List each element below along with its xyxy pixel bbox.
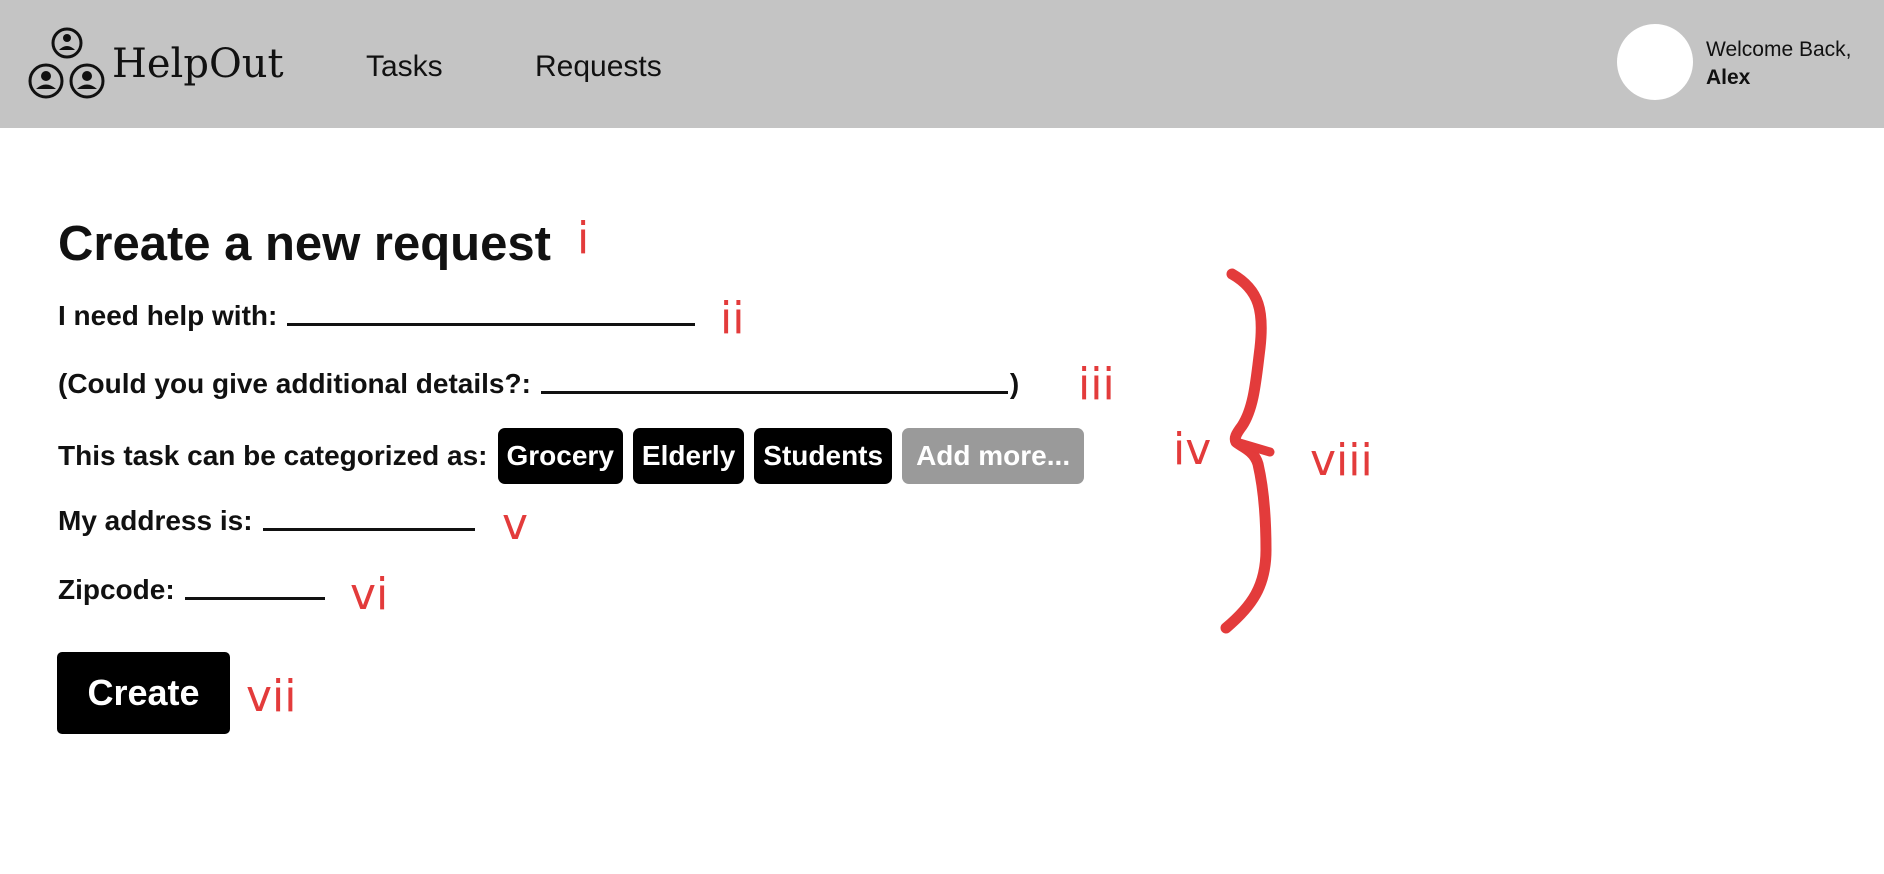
help-label: I need help with: (58, 300, 278, 331)
category-row: This task can be categorized as: Grocery… (58, 428, 1085, 484)
help-input[interactable] (287, 323, 696, 326)
annotation-vi: vi (350, 569, 389, 620)
curly-brace-annotation (1220, 268, 1275, 634)
helpout-logo-icon (28, 27, 105, 99)
annotation-iii: iii (1078, 359, 1115, 410)
annotation-iv: iv (1173, 424, 1212, 475)
zip-input[interactable] (184, 597, 325, 600)
chip-grocery[interactable]: Grocery (497, 428, 623, 484)
nav-tasks[interactable]: Tasks (366, 50, 443, 83)
details-label: (Could you give additional details?: (58, 368, 531, 399)
brand-name: HelpOut (112, 41, 284, 87)
zip-row: Zipcode: (58, 574, 325, 606)
welcome-message: Welcome Back, Alex (1706, 36, 1852, 92)
navbar: HelpOut Tasks Requests Welcome Back, Ale… (0, 0, 1884, 128)
page-title: Create a new request (58, 217, 551, 271)
annotation-v: v (502, 499, 529, 550)
add-more-button[interactable]: Add more... (902, 428, 1085, 484)
avatar[interactable] (1617, 24, 1693, 100)
user-name: Alex (1706, 66, 1751, 89)
create-button[interactable]: Create (57, 652, 230, 734)
annotation-vii: vii (246, 671, 297, 722)
brand[interactable]: HelpOut (26, 26, 284, 102)
help-row: I need help with: (58, 300, 696, 332)
details-row: (Could you give additional details?: ) (58, 368, 1019, 400)
annotation-viii: viii (1310, 435, 1373, 486)
chip-elderly[interactable]: Elderly (632, 428, 745, 484)
address-row: My address is: (58, 505, 475, 537)
nav-requests[interactable]: Requests (535, 50, 662, 83)
annotation-i: i (577, 213, 590, 264)
category-label: This task can be categorized as: (58, 440, 488, 471)
details-close-paren: ) (1009, 368, 1020, 399)
address-input[interactable] (262, 528, 475, 531)
welcome-text: Welcome Back, (1706, 38, 1852, 61)
address-label: My address is: (58, 505, 253, 536)
category-chips: Grocery Elderly Students Add more... (497, 428, 1085, 484)
annotation-ii: ii (720, 293, 745, 344)
details-input[interactable] (540, 391, 1008, 394)
chip-students[interactable]: Students (754, 428, 893, 484)
zip-label: Zipcode: (58, 574, 175, 605)
